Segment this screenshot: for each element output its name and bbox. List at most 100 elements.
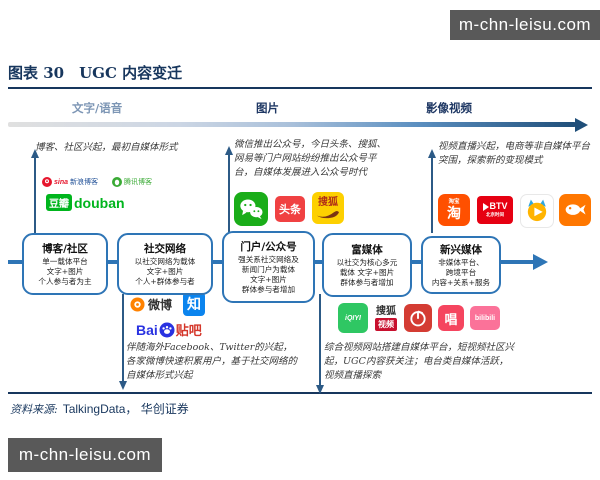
weibo-label: 微博 <box>148 298 173 312</box>
changba-icon: 唱 <box>438 305 464 331</box>
douban-logo: 豆瓣 douban <box>46 194 125 211</box>
tencent-penguin-icon <box>112 177 122 187</box>
stage-line: 以社交网络为载体 <box>134 256 196 266</box>
sohu-icon: 搜狐 <box>312 192 344 224</box>
up-arrow-portal <box>224 146 233 233</box>
stage-title: 新兴媒体 <box>440 243 482 256</box>
phase-label-picture: 图片 <box>256 101 279 115</box>
baidu-tieba-logo: Bai 贴吧 <box>136 320 202 340</box>
stage-line: 群体参与者增加 <box>340 278 394 288</box>
timeline-arrowhead-icon <box>575 117 588 132</box>
stage-title: 社交网络 <box>144 242 186 255</box>
zhihu-label: 知 <box>187 297 201 313</box>
tieba-cn-text: 贴吧 <box>175 324 202 339</box>
stage-title: 门户/公众号 <box>240 240 297 253</box>
stage-line: 非媒体平台、 <box>438 257 484 267</box>
sohu-video-logo: 搜狐 视频 <box>373 302 399 331</box>
stage-line: 内容+关系+服务 <box>431 278 491 288</box>
sohu-video-cn-text: 搜狐 <box>376 306 396 317</box>
wechat-bubbles-icon <box>240 199 263 220</box>
sina-blog-logo: sina 新浪博客 <box>42 177 98 187</box>
phase-label-text-voice: 文字/语音 <box>72 101 123 115</box>
sohu-label: 搜狐 <box>318 196 338 208</box>
stage-title: 博客/社区 <box>42 242 88 255</box>
down-arrow-social <box>118 294 127 390</box>
douyu-fish-icon <box>565 204 586 215</box>
taobao-label: 淘 <box>447 205 461 222</box>
watermark-top: m-chn-leisu.com <box>450 10 600 40</box>
source-line: 资料来源: TalkingData， 华创证券 <box>10 400 189 417</box>
douyu-icon <box>559 194 591 226</box>
toutiao-label: 头条 <box>279 203 301 216</box>
cat-play-icon <box>527 199 547 222</box>
weibo-sun-icon <box>130 297 145 312</box>
live-cat-icon <box>520 194 554 228</box>
iqiyi-icon: iQIYI <box>338 303 368 333</box>
btv-sub-label: 北京时间 <box>486 211 504 217</box>
note-social-era: 伴随海外Facebook、Twitter的兴起，各家微博快速积累用户，基于社交网… <box>126 342 298 381</box>
stage-title: 富媒体 <box>351 243 383 256</box>
stage-line: 个人参与者为主 <box>38 277 92 287</box>
down-arrow-richmedia <box>315 294 324 394</box>
phase-label-video: 影像视频 <box>426 101 472 115</box>
stage-box-blog-community: 博客/社区 单一载体平台 文字+图片 个人参与者为主 <box>22 233 108 295</box>
stage-line: 单一载体平台 <box>42 256 88 266</box>
taobao-icon: 淘宝 淘 <box>438 194 470 226</box>
changba-label: 唱 <box>444 312 458 328</box>
source-prefix: 资料来源: <box>10 403 58 416</box>
stage-line: 强关系社交网络及 <box>238 254 299 264</box>
sina-blog-label: 新浪博客 <box>70 179 99 186</box>
stage-line: 群体参与者增加 <box>241 285 296 295</box>
tieba-paw-icon <box>159 322 175 337</box>
sohu-video-badge: 视频 <box>375 318 397 331</box>
stage-line: 文字+图片 <box>46 266 84 276</box>
watermark-top-text: m-chn-leisu.com <box>458 15 592 34</box>
stage-box-social-network: 社交网络 以社交网络为载体 文字+图片 个人+群体参与者 <box>117 233 213 295</box>
note-blog-era: 博客、社区兴起，最初自媒体形式 <box>35 142 178 153</box>
zhihu-icon: 知 <box>183 292 205 316</box>
tencent-blog-label: 腾讯博客 <box>124 179 152 186</box>
btv-play-icon <box>482 202 489 211</box>
wechat-icon <box>234 192 268 226</box>
vinyl-note-icon <box>410 310 426 327</box>
douban-en-text: douban <box>74 194 125 211</box>
taobao-top-text: 淘宝 <box>448 199 460 206</box>
bilibili-label: bilibili <box>474 314 496 322</box>
weibo-logo: 微博 <box>130 296 172 313</box>
stage-line: 载体 文字+图片 <box>339 267 395 277</box>
watermark-bottom-text: m-chn-leisu.com <box>18 445 152 464</box>
note-richmedia-era: 综合视频网站搭建自媒体平台，短视频社区兴起，UGC内容获关注；电台类自媒体活跃，… <box>324 342 515 381</box>
tieba-en-text: Bai <box>136 321 158 338</box>
bilibili-icon: bilibili <box>470 306 500 330</box>
source-text: TalkingData， 华创证券 <box>62 402 189 416</box>
btv-label: BTV <box>489 200 508 211</box>
stage-line: 个人+群体参与者 <box>135 277 195 287</box>
watermark-bottom: m-chn-leisu.com <box>8 438 162 472</box>
connector-arrowhead-icon <box>533 254 548 270</box>
sohu-fox-icon <box>317 210 339 218</box>
stage-box-rich-media: 富媒体 以社交为核心多元 载体 文字+图片 群体参与者增加 <box>322 233 412 297</box>
tencent-blog-logo: 腾讯博客 <box>112 177 152 187</box>
stage-box-emerging-media: 新兴媒体 非媒体平台、 跨境平台 内容+关系+服务 <box>421 236 501 294</box>
stage-box-portal-official: 门户/公众号 强关系社交网络及 新闻门户为载体 文字+图片 群体参与者增加 <box>222 231 315 303</box>
douban-cn-badge: 豆瓣 <box>46 194 72 211</box>
figure-title: 图表 30 UGC 内容变迁 <box>8 64 183 82</box>
note-portal-era: 微信推出公众号，今日头条、搜狐、网易等门户网站纷纷推出公众号平台，自媒体发展进入… <box>234 139 387 178</box>
stage-line: 跨境平台 <box>445 267 477 277</box>
stage-line: 新闻门户为载体 <box>241 264 296 274</box>
stage-line: 文字+图片 <box>146 266 184 276</box>
sina-eye-icon <box>42 177 52 187</box>
netease-music-icon <box>404 304 432 332</box>
stage-line: 以社交为核心多元 <box>336 257 398 267</box>
btv-icon: BTV 北京时间 <box>477 196 513 224</box>
timeline-bar <box>8 122 576 127</box>
up-arrow-blog <box>30 149 39 233</box>
toutiao-icon: 头条 <box>275 196 305 222</box>
iqiyi-label: iQIYI <box>345 314 361 322</box>
sina-brand-text: sina <box>54 178 69 186</box>
title-rule <box>8 87 592 89</box>
note-video-era: 视频直播兴起，电商等非自媒体平台突围，探索新的变现模式 <box>438 141 591 166</box>
stage-line: 文字+图片 <box>250 275 287 284</box>
source-rule <box>8 392 592 394</box>
